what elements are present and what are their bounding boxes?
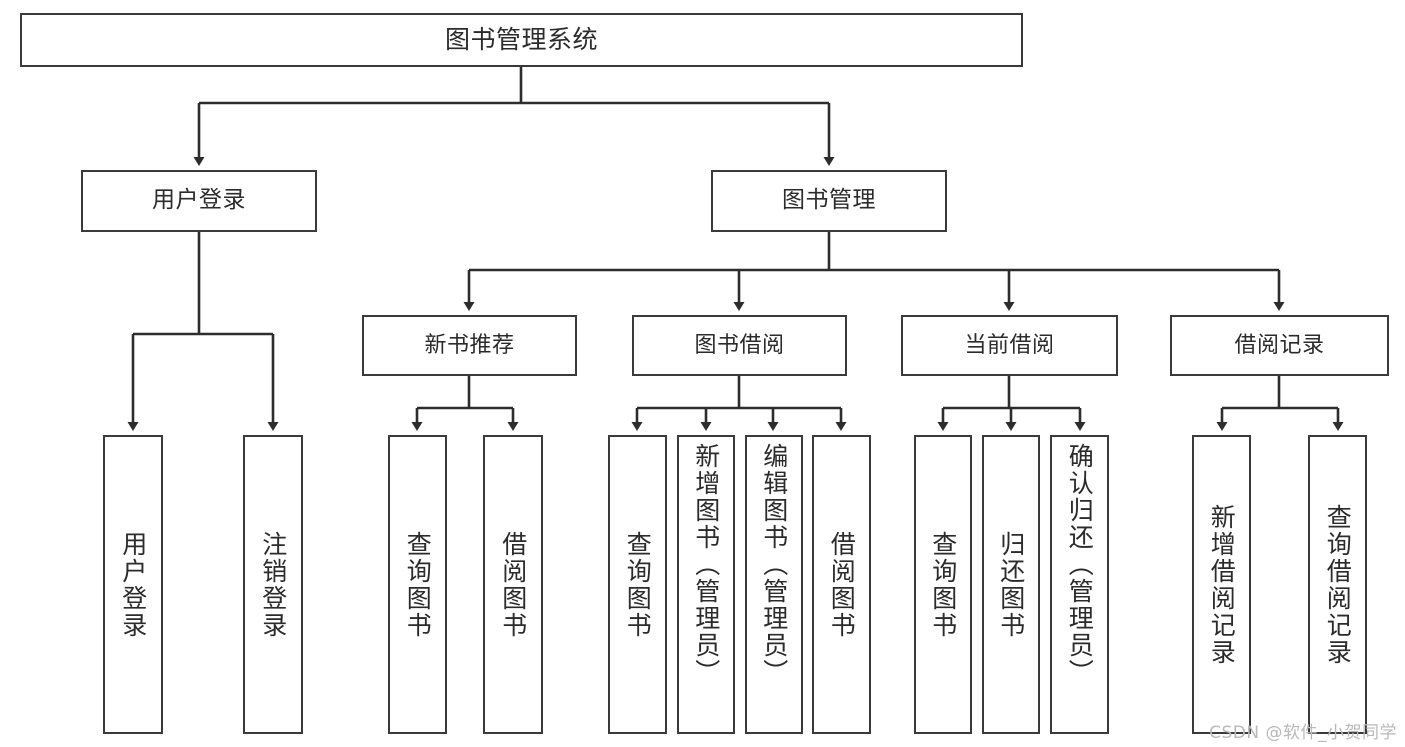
leaf-borrow-book[interactable]: 借阅图书	[812, 435, 871, 734]
node-borrow-record[interactable]: 借阅记录	[1170, 315, 1389, 376]
node-label: 查询借阅记录	[1323, 503, 1353, 666]
node-new-book-recommend[interactable]: 新书推荐	[362, 315, 577, 376]
node-current-borrow[interactable]: 当前借阅	[901, 315, 1118, 376]
node-label: 编辑图书（管理员）	[759, 443, 789, 686]
node-label: 新增借阅记录	[1207, 503, 1237, 666]
node-label: 确认归还（管理员）	[1065, 443, 1095, 686]
node-label: 借阅记录	[1234, 332, 1325, 358]
node-label: 查询图书	[403, 530, 433, 639]
node-label: 新书推荐	[424, 332, 515, 358]
node-label: 查询图书	[928, 530, 958, 639]
node-label: 注销登录	[258, 530, 288, 639]
node-label: 图书借阅	[694, 332, 785, 358]
leaf-query-borrow-record[interactable]: 查询借阅记录	[1308, 435, 1367, 734]
node-label: 借阅图书	[827, 530, 857, 639]
node-book-management[interactable]: 图书管理	[711, 170, 947, 232]
leaf-query-book[interactable]: 查询图书	[608, 435, 667, 734]
node-user-login[interactable]: 用户登录	[81, 170, 317, 232]
node-label: 用户登录	[118, 530, 148, 639]
node-label: 当前借阅	[964, 332, 1055, 358]
leaf-edit-book-admin[interactable]: 编辑图书（管理员）	[745, 435, 803, 734]
node-label: 查询图书	[623, 530, 653, 639]
node-label: 用户登录	[152, 187, 246, 214]
leaf-query-book-current[interactable]: 查询图书	[914, 435, 972, 734]
node-label: 图书管理	[782, 187, 876, 214]
node-label: 图书管理系统	[444, 25, 598, 55]
leaf-add-book-admin[interactable]: 新增图书（管理员）	[677, 435, 735, 734]
leaf-borrow-book-recommend[interactable]: 借阅图书	[483, 435, 543, 734]
csdn-watermark: CSDN @软件_小贺同学	[1209, 723, 1397, 743]
leaf-add-borrow-record[interactable]: 新增借阅记录	[1192, 435, 1251, 734]
leaf-query-book-recommend[interactable]: 查询图书	[388, 435, 447, 734]
leaf-logout[interactable]: 注销登录	[243, 435, 303, 734]
node-label: 新增图书（管理员）	[691, 443, 721, 686]
leaf-user-login[interactable]: 用户登录	[103, 435, 163, 734]
node-label: 归还图书	[996, 530, 1026, 639]
leaf-return-book[interactable]: 归还图书	[982, 435, 1040, 734]
leaf-confirm-return-admin[interactable]: 确认归还（管理员）	[1050, 435, 1109, 734]
node-root-system[interactable]: 图书管理系统	[20, 13, 1023, 67]
node-label: 借阅图书	[498, 530, 528, 639]
node-book-borrow[interactable]: 图书借阅	[632, 315, 847, 376]
